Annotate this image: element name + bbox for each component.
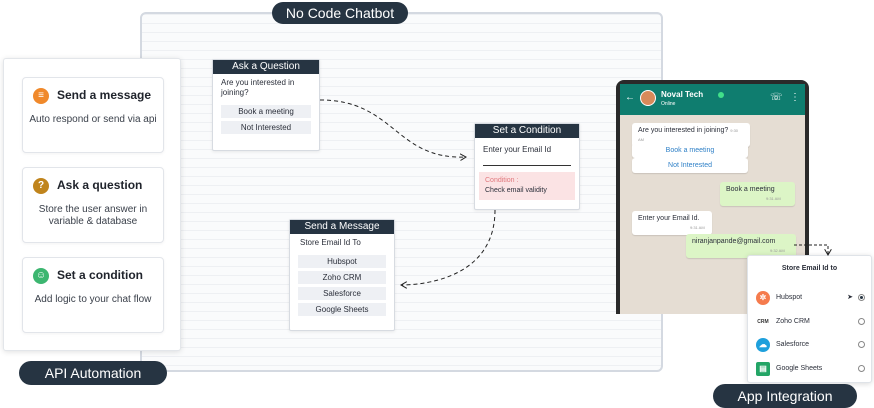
app-radio[interactable] xyxy=(858,318,865,325)
set-condition-node[interactable]: Set a Condition Enter your Email Id Cond… xyxy=(474,123,580,210)
message-time: 9:30 AM xyxy=(638,128,739,142)
node-prompt-text: Enter your Email Id xyxy=(483,145,552,154)
app-radio[interactable] xyxy=(858,365,865,372)
zoho-icon: CRM xyxy=(756,315,770,329)
connector-ask-to-condition xyxy=(319,99,466,157)
node-option[interactable]: Zoho CRM xyxy=(298,271,386,284)
node-option[interactable]: Google Sheets xyxy=(298,303,386,316)
message-text: Are you interested in joining? xyxy=(638,127,729,134)
feature-title: Ask a question xyxy=(57,178,143,192)
node-option[interactable]: Not Interested xyxy=(221,121,311,134)
contact-name: Noval Tech xyxy=(661,90,704,99)
message-text: Book a meeting xyxy=(726,186,775,193)
app-radio[interactable] xyxy=(858,341,865,348)
outgoing-message: niranjanpande@gmail.com 9:32 AM xyxy=(686,234,796,258)
node-option[interactable]: Salesforce xyxy=(298,287,386,300)
feature-title: Set a condition xyxy=(57,268,144,282)
node-message-text: Store Email Id To xyxy=(300,238,361,247)
app-row-hubspot[interactable]: ✲ Hubspot ➤ xyxy=(754,290,865,306)
app-name: Salesforce xyxy=(776,341,810,348)
feature-set-condition[interactable]: ☺ Set a condition Add logic to your chat… xyxy=(22,257,164,333)
app-name: Hubspot xyxy=(776,294,803,301)
send-message-node[interactable]: Send a Message Store Email Id To Hubspot… xyxy=(289,219,395,331)
cursor-icon: ➤ xyxy=(847,294,853,301)
condition-text: Check email validity xyxy=(485,187,547,194)
chat-button-not-interested[interactable]: Not Interested xyxy=(632,158,748,173)
ask-question-node[interactable]: Ask a Question Are you interested in joi… xyxy=(212,59,320,151)
message-time: 9:31 AM xyxy=(690,225,705,230)
app-row-salesforce[interactable]: ☁ Salesforce xyxy=(754,337,865,353)
app-row-google-sheets[interactable]: ▤ Google Sheets xyxy=(754,361,865,377)
feature-description: Store the user answer in variable & data… xyxy=(38,204,148,227)
node-header: Set a Condition xyxy=(475,124,579,138)
feature-ask-question[interactable]: ? Ask a question Store the user answer i… xyxy=(22,167,164,243)
no-code-chatbot-title: No Code Chatbot xyxy=(272,2,408,24)
api-automation-title: API Automation xyxy=(19,361,167,385)
app-integration-title: App Integration xyxy=(713,384,857,408)
app-name: Zoho CRM xyxy=(776,318,810,325)
hubspot-icon: ✲ xyxy=(756,291,770,305)
message-icon: ≡ xyxy=(33,88,49,104)
call-icon[interactable]: ☏ xyxy=(770,92,783,103)
feature-title: Send a message xyxy=(57,88,152,102)
message-time: 9:31 AM xyxy=(766,196,781,201)
more-icon[interactable]: ⋮ xyxy=(790,92,800,103)
avatar xyxy=(640,90,656,106)
feature-description: Auto respond or send via api xyxy=(29,114,157,125)
app-row-zoho[interactable]: CRM Zoho CRM xyxy=(754,314,865,330)
node-option[interactable]: Book a meeting xyxy=(221,105,311,118)
message-text: Enter your Email Id. xyxy=(638,215,700,222)
salesforce-icon: ☁ xyxy=(756,338,770,352)
features-panel: ≡ Send a message Auto respond or send vi… xyxy=(3,58,181,351)
app-name: Google Sheets xyxy=(776,365,823,372)
input-underline xyxy=(483,161,571,166)
google-sheets-icon: ▤ xyxy=(756,362,770,376)
condition-label: Condition : xyxy=(485,177,519,184)
connector-condition-to-send xyxy=(401,209,496,285)
feature-send-message[interactable]: ≡ Send a message Auto respond or send vi… xyxy=(22,77,164,153)
chat-button-book[interactable]: Book a meeting xyxy=(632,143,748,158)
connector-phone-to-apps xyxy=(794,244,828,255)
back-arrow-icon[interactable]: ← xyxy=(625,92,635,103)
condition-box: Condition : Check email validity xyxy=(479,172,575,200)
node-question-text: Are you interested in joining? xyxy=(221,78,295,97)
app-panel-title: Store Email Id to xyxy=(781,265,838,272)
app-integration-panel: Store Email Id to ✲ Hubspot ➤ CRM Zoho C… xyxy=(747,255,872,383)
node-header: Ask a Question xyxy=(213,60,319,74)
app-radio[interactable] xyxy=(858,294,865,301)
node-header: Send a Message xyxy=(290,220,394,234)
feature-description: Add logic to your chat flow xyxy=(34,294,152,305)
chat-screen: ← Noval Tech Online ☏ ⋮ Are you interest… xyxy=(620,84,805,314)
message-text: niranjanpande@gmail.com xyxy=(692,238,776,245)
contact-status: Online xyxy=(661,101,676,107)
message-time: 9:32 AM xyxy=(770,248,785,253)
condition-icon: ☺ xyxy=(33,268,49,284)
chat-header: ← Noval Tech Online ☏ ⋮ xyxy=(620,84,805,115)
outgoing-message: Book a meeting 9:31 AM xyxy=(720,182,795,206)
node-option[interactable]: Hubspot xyxy=(298,255,386,268)
incoming-message: Enter your Email Id. 9:31 AM xyxy=(632,211,712,235)
question-icon: ? xyxy=(33,178,49,194)
online-dot-icon xyxy=(718,92,724,98)
